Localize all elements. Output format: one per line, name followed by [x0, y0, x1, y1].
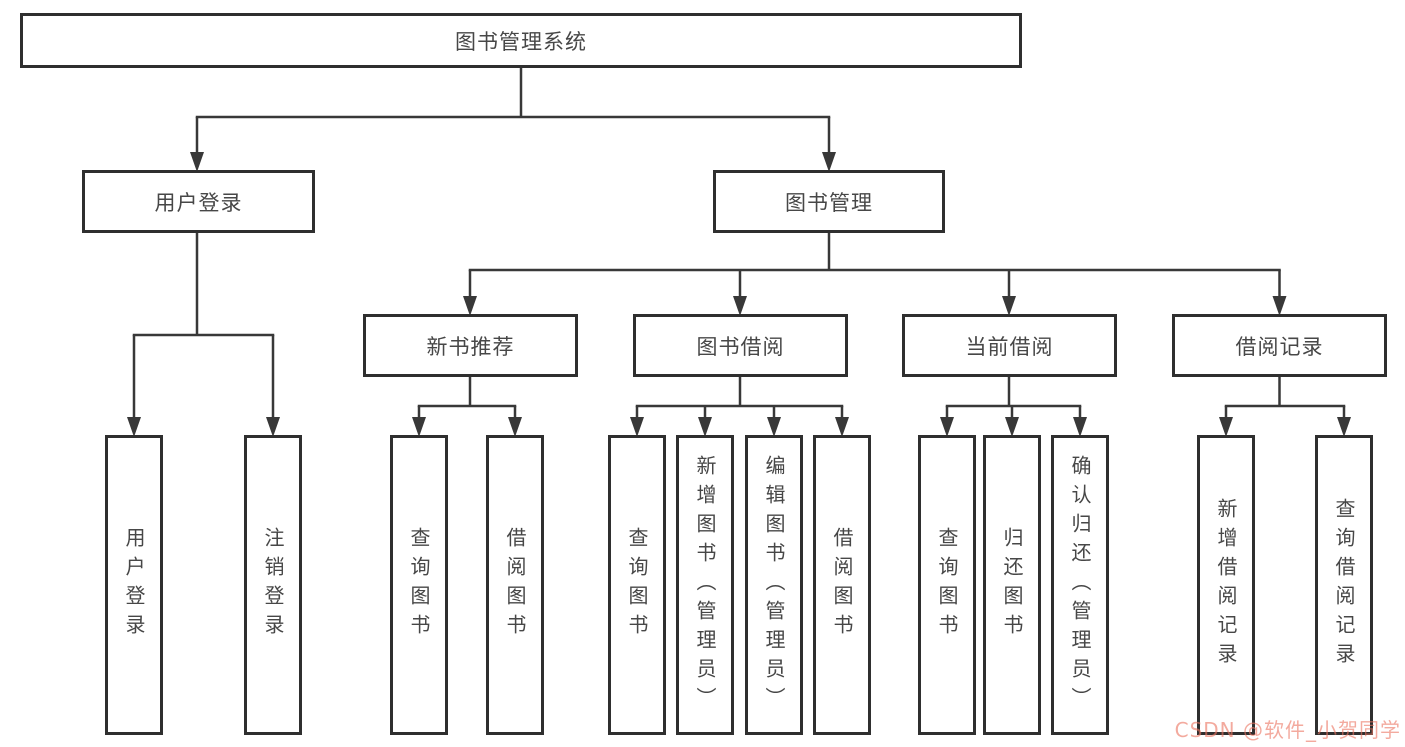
- leaf-borrowing-query-books: 查询图书: [608, 435, 666, 735]
- leaf-recommend-borrow-books: 借阅图书: [486, 435, 544, 735]
- node-label: 归还图书: [1000, 527, 1024, 643]
- node-label: 确认归还（管理员）: [1068, 454, 1092, 716]
- node-label: 图书借阅: [696, 334, 785, 359]
- leaf-user-login: 用户登录: [105, 435, 163, 735]
- leaf-recommend-query-books: 查询图书: [390, 435, 448, 735]
- node-label: 用户登录: [122, 527, 146, 643]
- leaf-current-query-books: 查询图书: [918, 435, 976, 735]
- node-label: 新增借阅记录: [1214, 498, 1238, 672]
- node-label: 查询图书: [407, 527, 431, 643]
- node-label: 用户登录: [154, 190, 243, 215]
- leaf-confirm-return-admin: 确认归还（管理员）: [1051, 435, 1109, 735]
- node-current-borrowing: 当前借阅: [902, 314, 1117, 377]
- leaf-query-borrow-record: 查询借阅记录: [1315, 435, 1373, 735]
- node-label: 借阅图书: [830, 527, 854, 643]
- node-label: 当前借阅: [965, 334, 1054, 359]
- node-new-book-recommend: 新书推荐: [363, 314, 578, 377]
- node-label: 查询图书: [625, 527, 649, 643]
- node-book-borrowing: 图书借阅: [633, 314, 848, 377]
- node-label: 查询图书: [935, 527, 959, 643]
- node-label: 新增图书（管理员）: [693, 454, 717, 716]
- node-label: 新书推荐: [426, 334, 515, 359]
- leaf-edit-books-admin: 编辑图书（管理员）: [745, 435, 803, 735]
- leaf-logout: 注销登录: [244, 435, 302, 735]
- node-root-system: 图书管理系统: [20, 13, 1022, 68]
- node-label: 注销登录: [261, 527, 285, 643]
- node-label: 图书管理系统: [455, 29, 587, 54]
- leaf-add-borrow-record: 新增借阅记录: [1197, 435, 1255, 735]
- node-label: 借阅图书: [503, 527, 527, 643]
- leaf-add-books-admin: 新增图书（管理员）: [676, 435, 734, 735]
- node-label: 查询借阅记录: [1332, 498, 1356, 672]
- csdn-watermark: CSDN @软件_小贺同学: [1174, 718, 1401, 742]
- node-label: 图书管理: [785, 190, 873, 215]
- node-borrow-records: 借阅记录: [1172, 314, 1387, 377]
- node-label: 编辑图书（管理员）: [762, 454, 786, 716]
- node-label: 借阅记录: [1235, 334, 1324, 359]
- node-book-management: 图书管理: [713, 170, 945, 233]
- leaf-borrowing-borrow-books: 借阅图书: [813, 435, 871, 735]
- node-user-login: 用户登录: [82, 170, 315, 233]
- leaf-return-books: 归还图书: [983, 435, 1041, 735]
